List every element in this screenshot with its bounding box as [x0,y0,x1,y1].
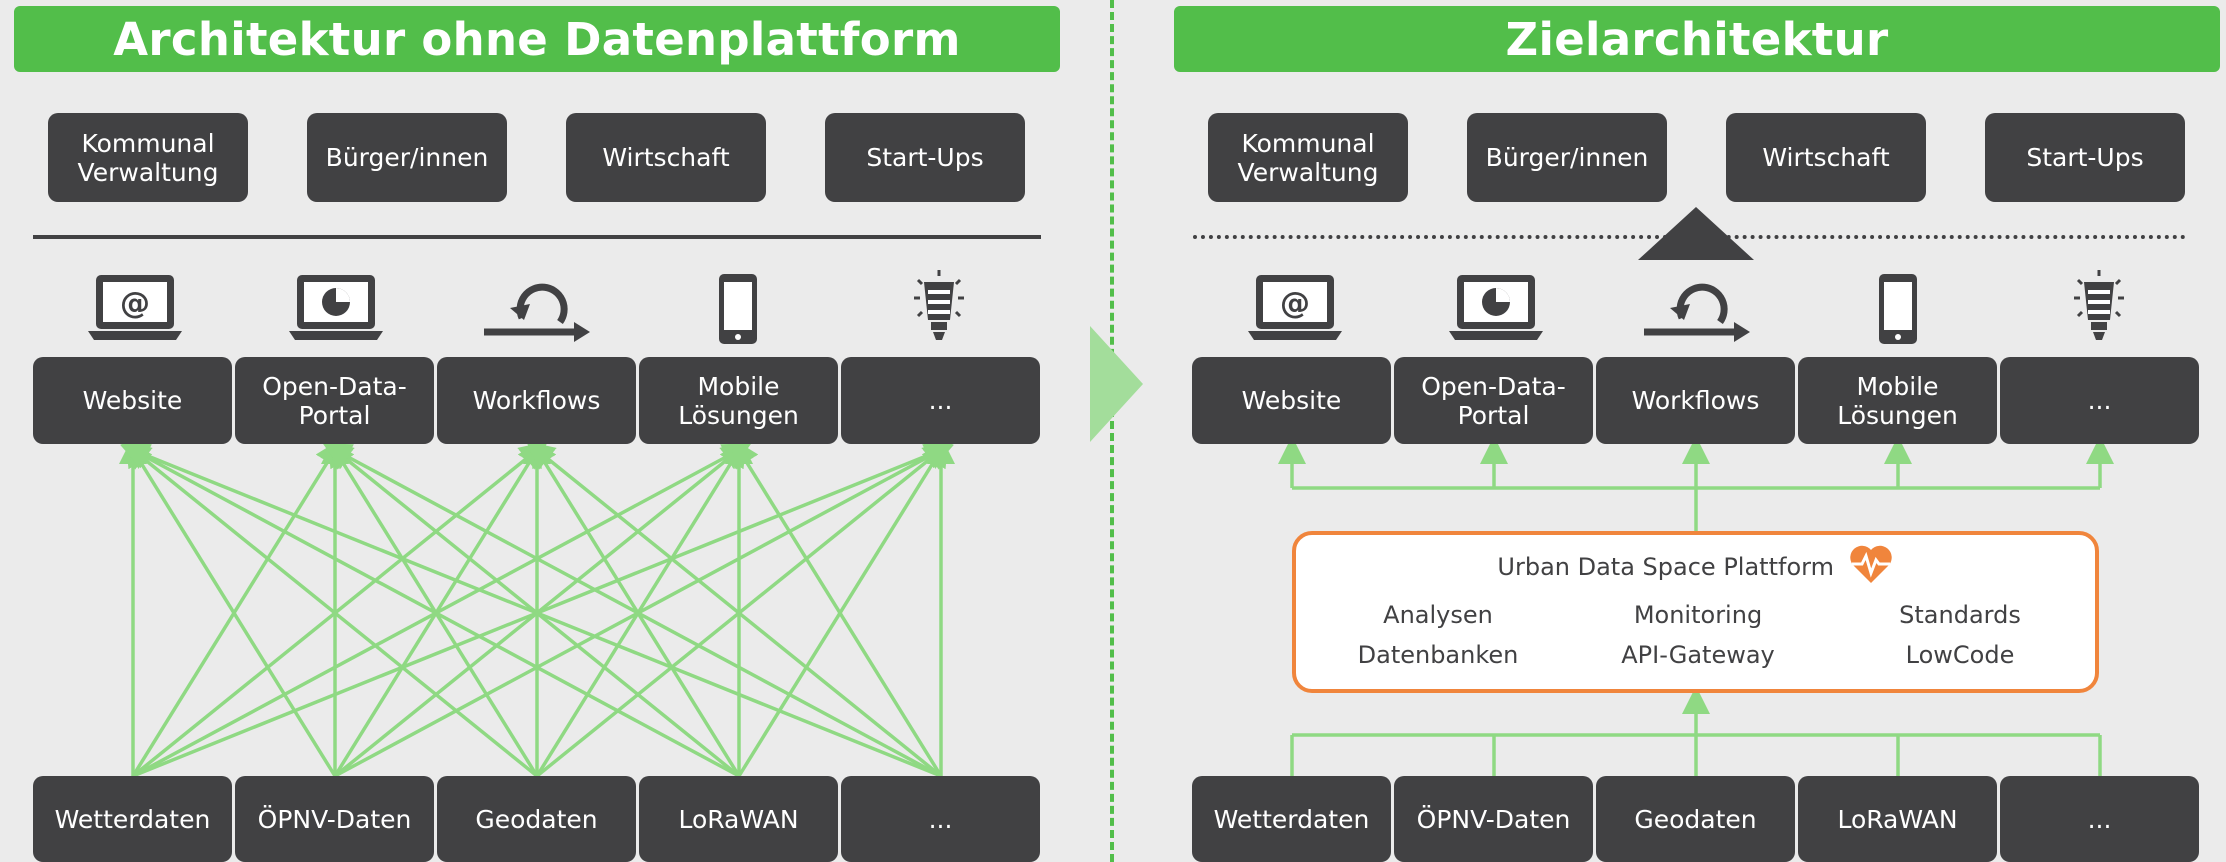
connection-line [322,443,942,778]
feature-monitoring: Monitoring [1633,601,1763,629]
left-separator-line [33,235,1041,239]
left-stakeholder-buerger: Bürger/innen [307,113,507,202]
smartphone-icon [1879,274,1917,344]
connection-line [120,443,740,778]
laptop-at-icon: @ [88,275,182,340]
feature-lowcode: LowCode [1905,641,2015,669]
connection-line [526,441,943,778]
connection-line [731,438,943,777]
left-app-more: ... [841,357,1040,444]
right-app-workflows: Workflows [1596,357,1795,444]
transition-arrow [1090,326,1143,442]
right-stakeholder-startups: Start-Ups [1985,113,2185,202]
right-stakeholder-wirtschaft: Wirtschaft [1726,113,1926,202]
connection-line [122,441,539,778]
feature-standards: Standards [1899,601,2021,629]
left-source-more: ... [841,776,1040,862]
svg-text:@: @ [1280,286,1310,321]
feature-datenbanken: Datenbanken [1357,641,1519,669]
left-source-wetterdaten: Wetterdaten [33,776,232,862]
right-stakeholder-buerger: Bürger/innen [1467,113,1667,202]
left-title: Architektur ohne Datenplattform [14,6,1060,72]
right-title: Zielarchitektur [1174,6,2220,72]
laptop-at-icon: @ [1248,275,1342,340]
urban-data-space-platform: Urban Data Space Plattform Analysen Moni… [1292,531,2099,693]
svg-text:@: @ [120,286,150,321]
right-source-wetterdaten: Wetterdaten [1192,776,1391,862]
left-app-website: Website [33,357,232,444]
right-app-website: Website [1192,357,1391,444]
left-app-open-data-portal: Open-Data-Portal [235,357,434,444]
lightbulb-icon [2074,270,2124,340]
left-source-oepnv: ÖPNV-Daten [235,776,434,862]
feature-analysen: Analysen [1383,601,1493,629]
right-source-more: ... [2000,776,2199,862]
platform-title: Urban Data Space Plattform [1296,545,2095,585]
right-source-lorawan: LoRaWAN [1798,776,1997,862]
workflow-loop-icon [1644,283,1750,342]
left-source-geodaten: Geodaten [437,776,636,862]
feature-api-gateway: API-Gateway [1621,641,1775,669]
left-source-lorawan: LoRaWAN [639,776,838,862]
right-app-more: ... [2000,357,2199,444]
right-app-open-data-portal: Open-Data-Portal [1394,357,1593,444]
lightbulb-icon [914,270,964,340]
laptop-chart-icon [1449,275,1543,340]
connection-line [120,442,942,778]
left-stakeholder-startups: Start-Ups [825,113,1025,202]
left-stakeholder-wirtschaft: Wirtschaft [566,113,766,202]
laptop-chart-icon [289,275,383,340]
upward-triangle [1638,207,1754,260]
left-app-workflows: Workflows [437,357,636,444]
right-source-geodaten: Geodaten [1596,776,1795,862]
workflow-loop-icon [484,283,590,342]
right-source-oepnv: ÖPNV-Daten [1394,776,1593,862]
smartphone-icon [719,274,757,344]
heart-pulse-icon [1849,545,1892,583]
connection-line [125,438,337,777]
